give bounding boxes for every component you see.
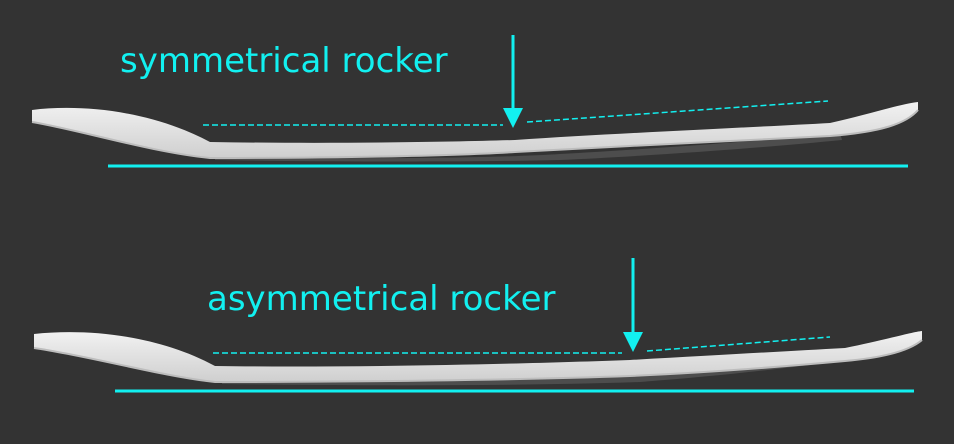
symmetrical-board-group (31, 35, 919, 168)
symmetrical-dashed-right (526, 100, 829, 123)
symmetrical-board-edge (31, 109, 919, 160)
symmetrical-rocker-label: symmetrical rocker (120, 41, 448, 81)
asymmetrical-board (34, 331, 922, 382)
symmetrical-board (32, 102, 918, 158)
asymmetrical-board-edge (33, 339, 923, 384)
asymmetrical-arrow-head (623, 332, 643, 352)
asymmetrical-rocker-label: asymmetrical rocker (207, 279, 556, 319)
asymmetrical-board-group (33, 258, 923, 393)
symmetrical-arrow-head (503, 108, 523, 128)
asymmetrical-board-shadow (222, 354, 847, 386)
asymmetrical-dashed-right (646, 336, 831, 352)
